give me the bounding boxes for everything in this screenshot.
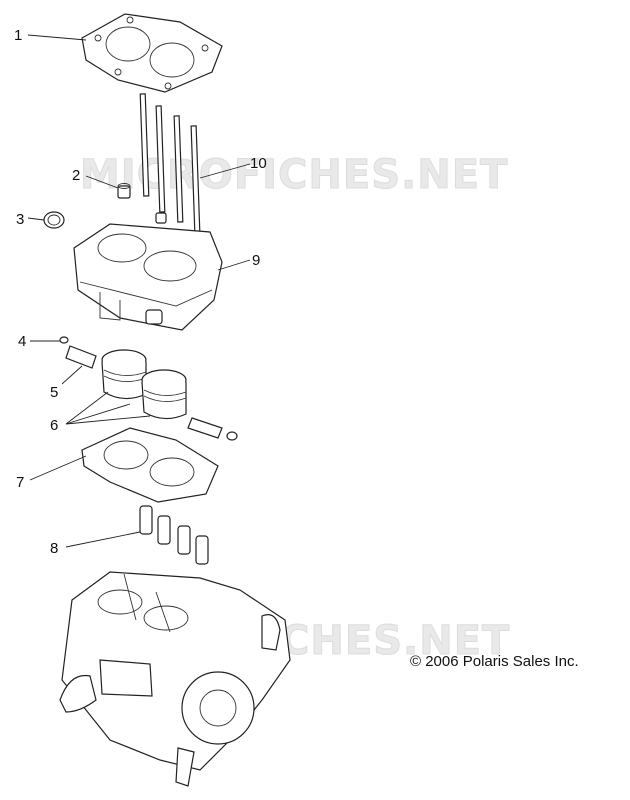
callout-9: 9 xyxy=(252,252,260,269)
piston-pin xyxy=(65,345,223,439)
callout-5: 5 xyxy=(50,384,58,401)
valve-lifters xyxy=(139,505,209,565)
base-gasket xyxy=(81,427,219,503)
pistons xyxy=(101,349,187,420)
callout-4: 4 xyxy=(18,333,26,350)
callout-2: 2 xyxy=(72,167,80,184)
cylinder-block xyxy=(73,223,223,331)
callout-7: 7 xyxy=(16,474,24,491)
callout-3: 3 xyxy=(16,211,24,228)
crankcase-assembly xyxy=(59,571,291,787)
callout-1: 1 xyxy=(14,27,22,44)
callout-10: 10 xyxy=(250,155,267,172)
dowel-pin xyxy=(117,183,167,224)
callout-8: 8 xyxy=(50,540,58,557)
plug xyxy=(43,211,65,229)
leader-lines xyxy=(27,34,251,548)
circlip xyxy=(59,336,238,441)
copyright-text: © 2006 Polaris Sales Inc. xyxy=(410,653,579,670)
head-gasket-top xyxy=(81,13,223,93)
watermark-top: MICROFICHES.NET xyxy=(80,152,508,198)
callout-6: 6 xyxy=(50,417,58,434)
